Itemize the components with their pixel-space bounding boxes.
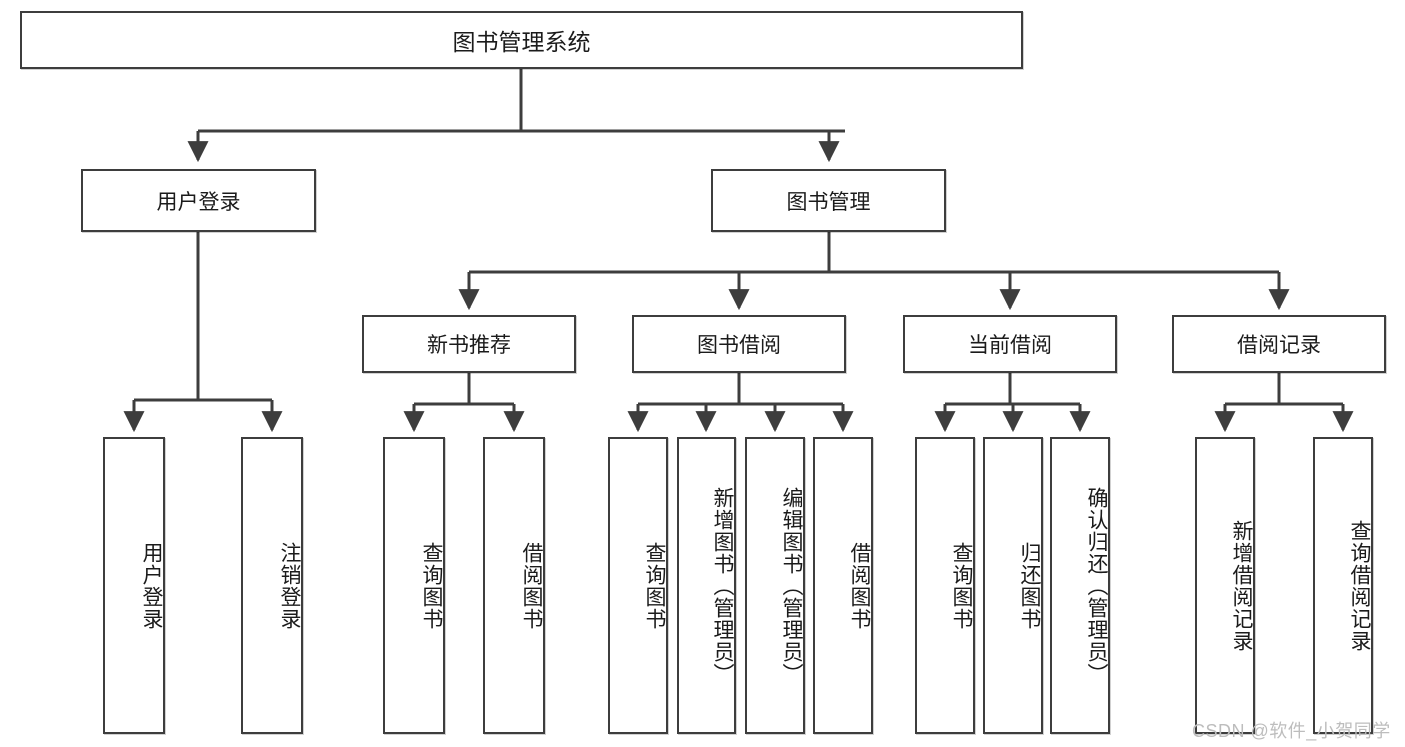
leaf-query-book[interactable]: 查询图书 (608, 437, 668, 734)
node-label: 新增借阅记录 (1230, 519, 1253, 652)
node-label: 查询借阅记录 (1348, 519, 1371, 652)
node-label: 当前借阅 (968, 334, 1052, 357)
node-label: 图书管理 (786, 190, 871, 214)
node-label: 图书借阅 (697, 334, 781, 357)
node-label: 查询图书 (420, 541, 443, 630)
leaf-borrow-book-new[interactable]: 借阅图书 (483, 437, 545, 734)
node-borrow-record[interactable]: 借阅记录 (1172, 315, 1386, 373)
node-label: 借阅记录 (1237, 334, 1321, 357)
leaf-edit-book-admin[interactable]: 编辑图书（管理员） (745, 437, 805, 734)
node-label: 新书推荐 (427, 334, 511, 357)
node-label: 用户登录 (156, 190, 241, 214)
leaf-add-borrow-record[interactable]: 新增借阅记录 (1195, 437, 1255, 734)
node-label: 归还图书 (1018, 541, 1041, 630)
node-label: 借阅图书 (520, 541, 543, 630)
node-root[interactable]: 图书管理系统 (20, 11, 1023, 69)
node-user-login[interactable]: 用户登录 (81, 169, 316, 232)
node-label: 借阅图书 (848, 541, 871, 630)
node-label: 查询图书 (950, 541, 973, 630)
node-book-borrow[interactable]: 图书借阅 (632, 315, 846, 373)
node-label: 注销登录 (278, 541, 301, 630)
node-label: 用户登录 (140, 541, 163, 630)
leaf-confirm-return-admin[interactable]: 确认归还（管理员） (1050, 437, 1110, 734)
leaf-query-book-current[interactable]: 查询图书 (915, 437, 975, 734)
node-label: 查询图书 (643, 541, 666, 630)
node-label: 编辑图书（管理员） (780, 486, 803, 685)
leaf-add-book-admin[interactable]: 新增图书（管理员） (677, 437, 736, 734)
leaf-query-book-new[interactable]: 查询图书 (383, 437, 445, 734)
node-book-management[interactable]: 图书管理 (711, 169, 946, 232)
leaf-borrow-book[interactable]: 借阅图书 (813, 437, 873, 734)
leaf-return-book[interactable]: 归还图书 (983, 437, 1043, 734)
leaf-query-borrow-record[interactable]: 查询借阅记录 (1313, 437, 1373, 734)
node-new-book-recommend[interactable]: 新书推荐 (362, 315, 576, 373)
node-label: 图书管理系统 (452, 29, 591, 55)
node-current-borrow[interactable]: 当前借阅 (903, 315, 1117, 373)
node-label: 新增图书（管理员） (711, 486, 734, 685)
node-label: 确认归还（管理员） (1085, 486, 1108, 685)
leaf-logout[interactable]: 注销登录 (241, 437, 303, 734)
leaf-user-login[interactable]: 用户登录 (103, 437, 165, 734)
